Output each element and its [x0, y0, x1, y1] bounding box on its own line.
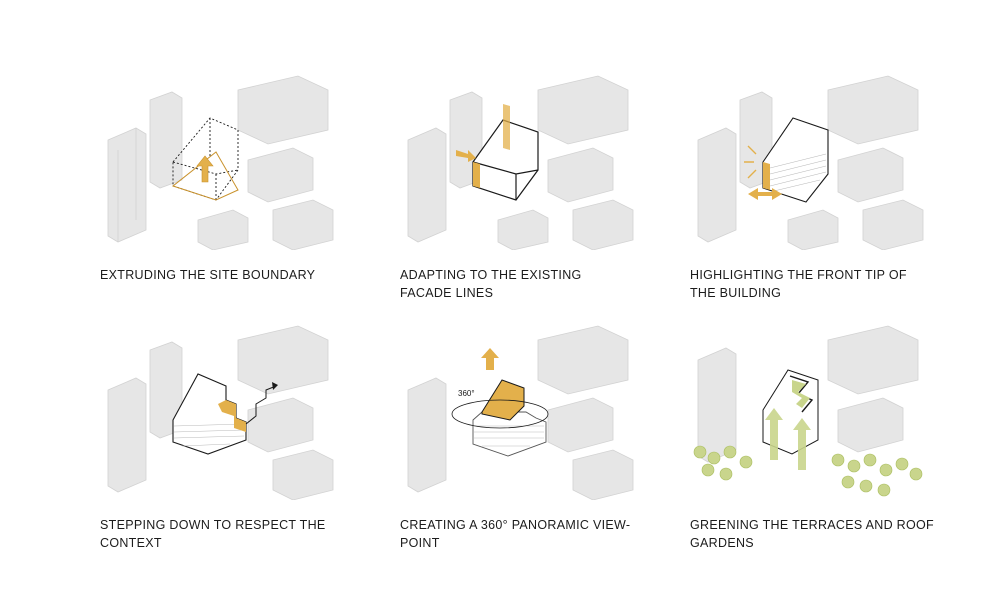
diagram-extruding — [107, 75, 334, 250]
panorama-orbit — [451, 399, 549, 429]
context-buildings — [107, 325, 334, 500]
caption-line-2: GARDENS — [690, 536, 754, 550]
context-buildings — [407, 325, 634, 500]
caption-extruding: EXTRUDING THE SITE BOUNDARY — [100, 266, 340, 284]
caption-line-1: EXTRUDING THE SITE BOUNDARY — [100, 268, 316, 282]
caption-line-2: CONTEXT — [100, 536, 162, 550]
terrace-steps-highlight — [218, 400, 246, 432]
caption-line-1: HIGHLIGHTING THE FRONT TIP OF — [690, 268, 907, 282]
caption-line-1: CREATING A 360° PANORAMIC VIEW- — [400, 518, 631, 532]
front-tip-highlight — [763, 162, 770, 190]
context-buildings — [697, 325, 919, 463]
step-arrow-icon — [245, 385, 277, 425]
caption-line-2: THE BUILDING — [690, 286, 782, 300]
diagram-adapting — [407, 75, 634, 250]
green-arrow-up-icon — [765, 408, 783, 460]
facade-plane-highlight — [503, 104, 510, 150]
step-arrowhead-icon — [272, 382, 278, 390]
diagram-panoramic: 360° — [407, 325, 634, 500]
floor-lines — [769, 153, 827, 192]
floor-lines — [474, 425, 544, 447]
extrude-arrow-icon — [196, 155, 214, 183]
arrow-up-icon — [481, 348, 499, 370]
facade-strip — [473, 162, 480, 188]
caption-line-2: POINT — [400, 536, 440, 550]
caption-line-1: GREENING THE TERRACES AND ROOF — [690, 518, 934, 532]
diagram-highlighting — [697, 75, 924, 250]
site-volume-outline — [172, 117, 239, 201]
caption-line-2: FACADE LINES — [400, 286, 494, 300]
caption-greening: GREENING THE TERRACES AND ROOF GARDENS — [690, 516, 934, 552]
diagram-greening — [693, 325, 923, 497]
green-arrow-up-icon-2 — [793, 418, 811, 470]
caption-line-1: STEPPING DOWN TO RESPECT THE — [100, 518, 326, 532]
caption-line-1: ADAPTING TO THE EXISTING — [400, 268, 582, 282]
arrow-spread-icon — [748, 188, 782, 200]
caption-adapting: ADAPTING TO THE EXISTING FACADE LINES — [400, 266, 640, 302]
caption-stepping: STEPPING DOWN TO RESPECT THE CONTEXT — [100, 516, 340, 552]
tree-canopies — [693, 445, 923, 497]
diagram-stepping — [107, 325, 334, 500]
context-buildings — [107, 75, 334, 250]
floor-lines — [173, 423, 245, 447]
roof-garden-fill — [792, 380, 810, 408]
arrow-right-icon — [456, 150, 476, 162]
highlight-rays-icon — [744, 145, 757, 179]
context-buildings — [407, 75, 634, 250]
angle-label: 360° — [458, 389, 475, 398]
caption-highlighting: HIGHLIGHTING THE FRONT TIP OF THE BUILDI… — [690, 266, 930, 302]
caption-panoramic: CREATING A 360° PANORAMIC VIEW- POINT — [400, 516, 640, 552]
context-buildings — [697, 75, 924, 250]
